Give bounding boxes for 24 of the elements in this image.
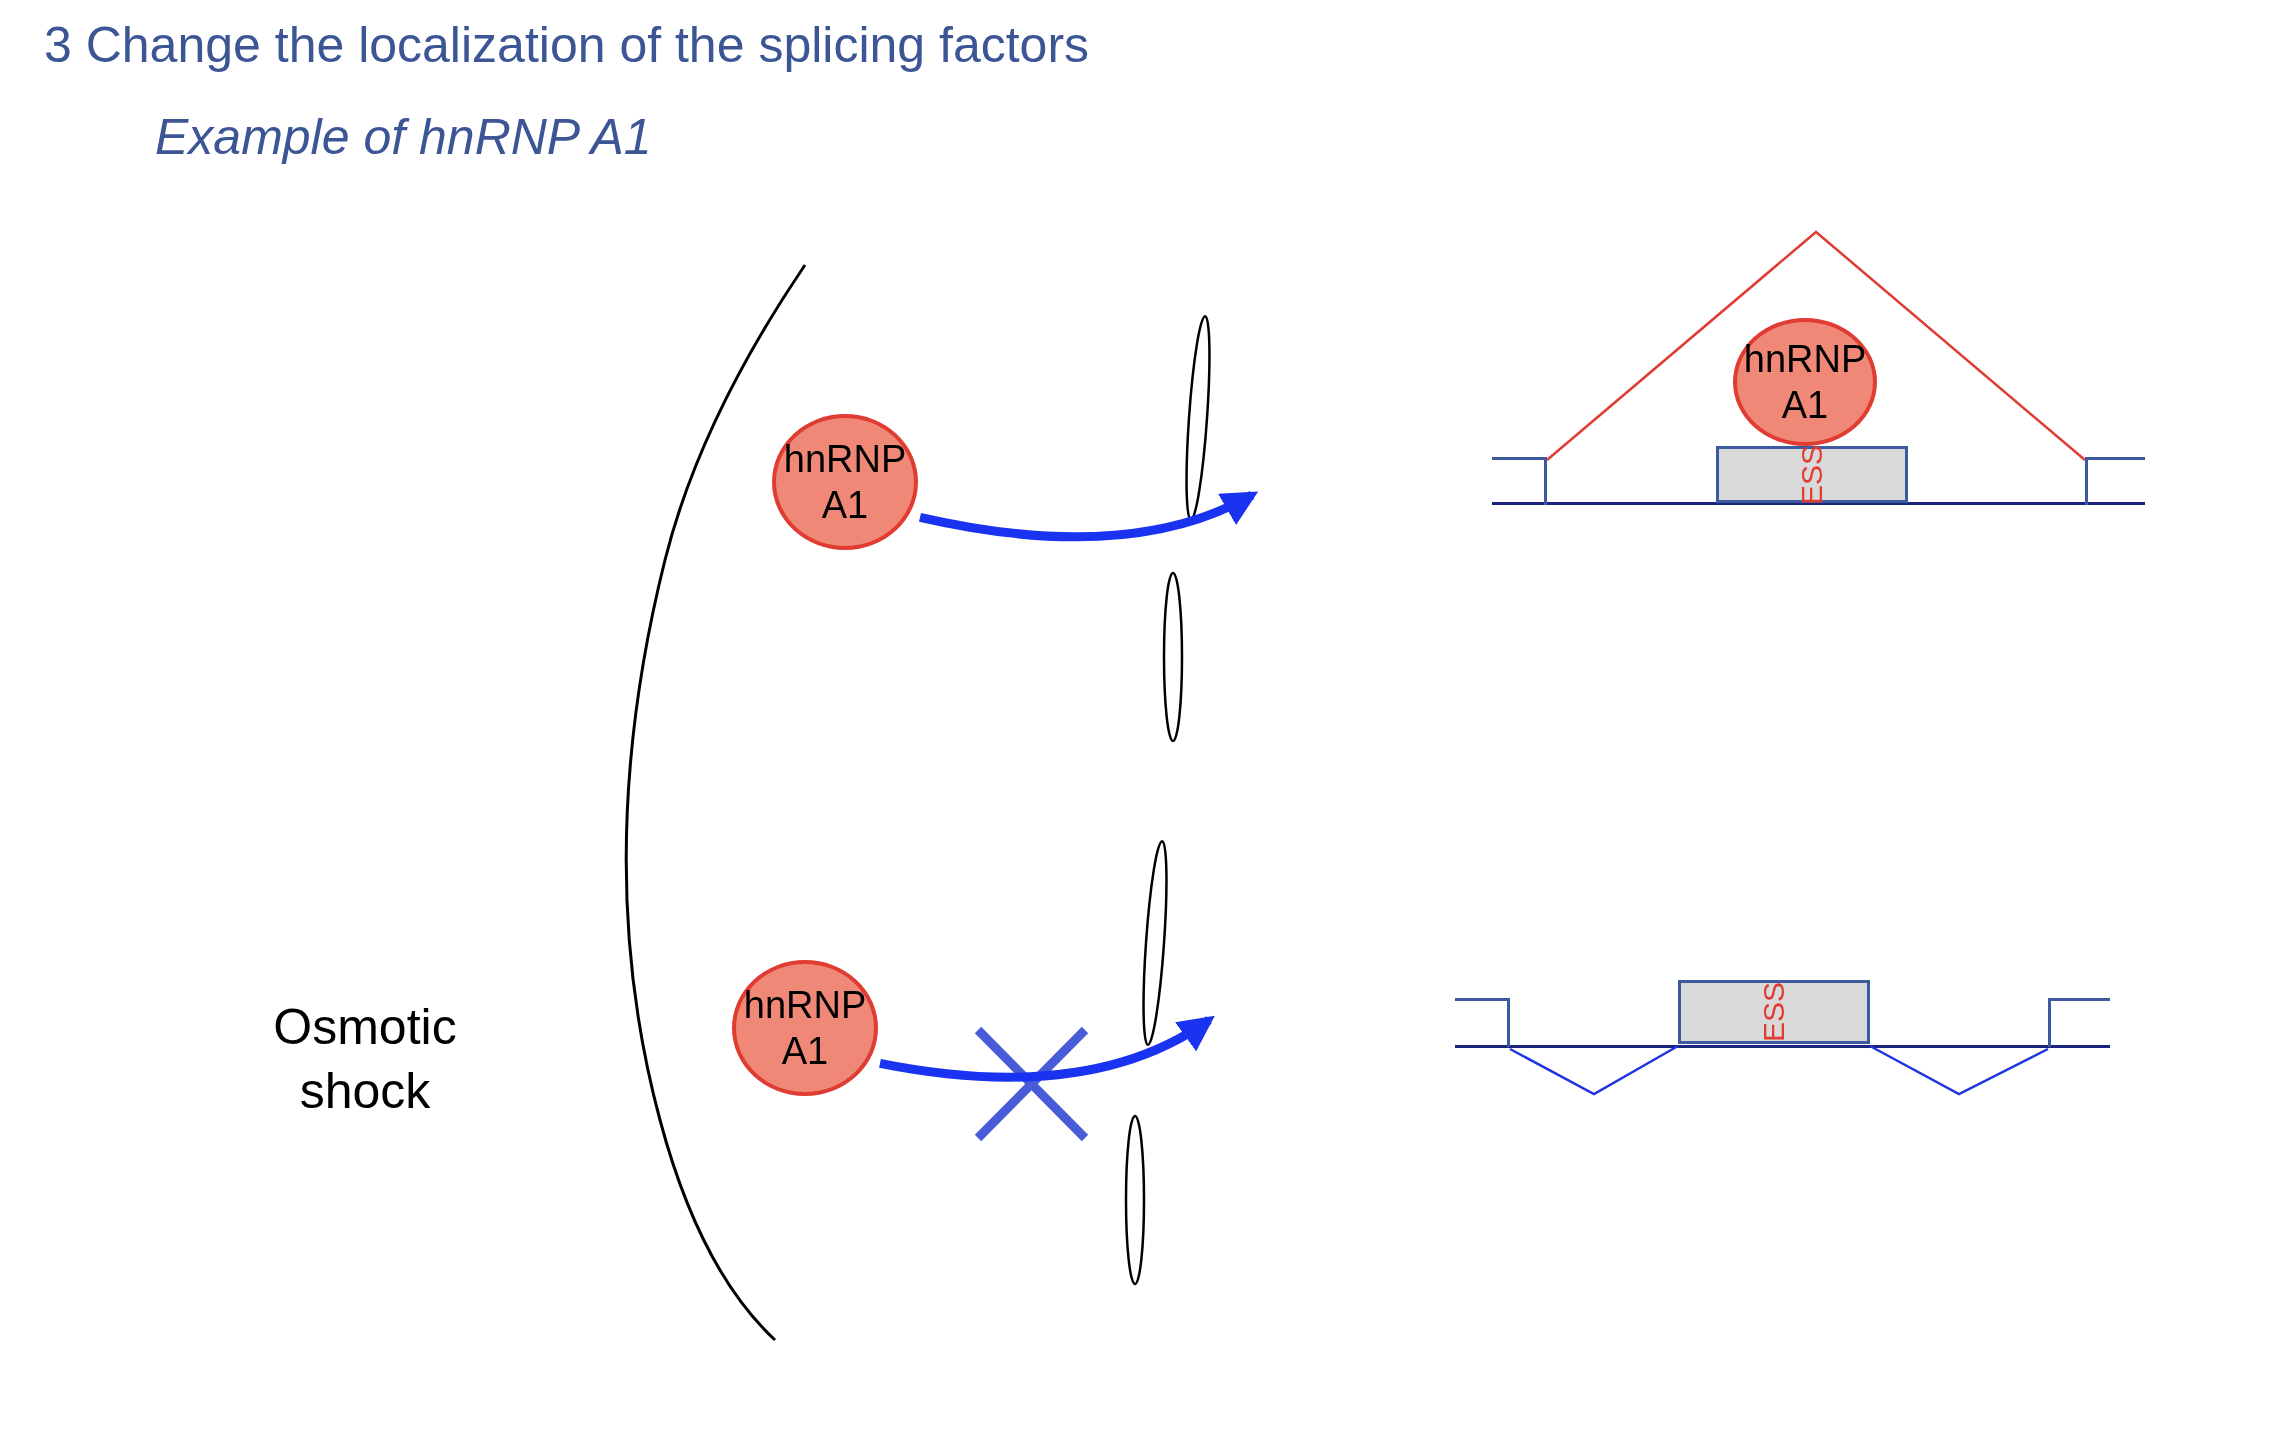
slide-title: 3 Change the localization of the splicing factors (44, 16, 1090, 74)
arrow (879, 1016, 1216, 1082)
element-label: ESS (1796, 444, 1828, 505)
protein-label: hnRNP A1 (1742, 337, 1868, 428)
nuclear-pore-ellipse (1162, 571, 1184, 743)
condition-label: Osmotic shock (272, 998, 458, 1121)
rna-line (1455, 1045, 2110, 1048)
subtitle: Example of hnRNP A1 (155, 108, 652, 166)
nuclear-pore-ellipse (1142, 840, 1168, 1046)
rna-line (1492, 502, 2145, 505)
splice-line (1509, 1044, 1679, 1096)
element-label: ESS (1758, 982, 1790, 1042)
protein-label: hnRNP A1 (742, 983, 868, 1074)
exon-box (2048, 998, 2110, 1047)
exon-box (1716, 446, 1908, 503)
protein-label: hnRNP A1 (782, 437, 908, 528)
exon-box (2085, 457, 2145, 505)
splice-line (1869, 1044, 2049, 1096)
arrow (919, 491, 1259, 542)
nuclear-pore-ellipse (1124, 1114, 1146, 1286)
exon-box (1492, 457, 1547, 505)
exon-box (1678, 980, 1870, 1044)
splice-line (1546, 230, 2086, 461)
exon-box (1455, 998, 1510, 1047)
